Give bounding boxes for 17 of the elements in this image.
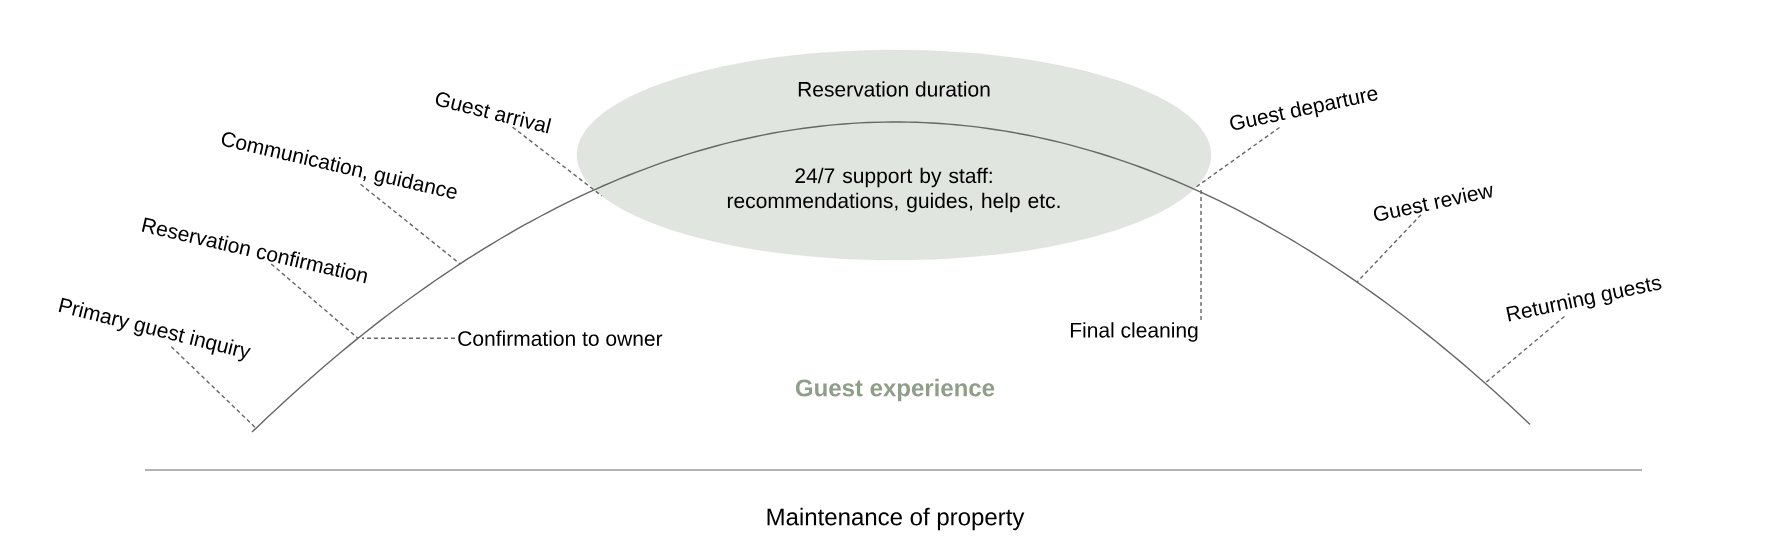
step-label: Final cleaning [1070,322,1198,342]
leader-line [361,337,456,339]
section-title: Maintenance of property [767,507,1025,531]
step-label: Confirmation to owner [458,330,663,346]
leader-line [270,263,359,339]
step-label: Primary guest inquiry [58,297,251,362]
section-title: Guest experience [795,378,995,402]
leader-line [170,346,257,429]
leader-line [1484,315,1566,384]
leader-line [1195,126,1281,188]
step-label: Guest review [1373,185,1493,221]
step-label: Guest arrival [435,92,552,134]
leader-line [511,126,603,197]
step-label: Guest departure [1230,89,1378,130]
step-label: Returning guests [1506,278,1662,322]
leader-line [359,183,461,265]
leader-line [1356,214,1422,283]
